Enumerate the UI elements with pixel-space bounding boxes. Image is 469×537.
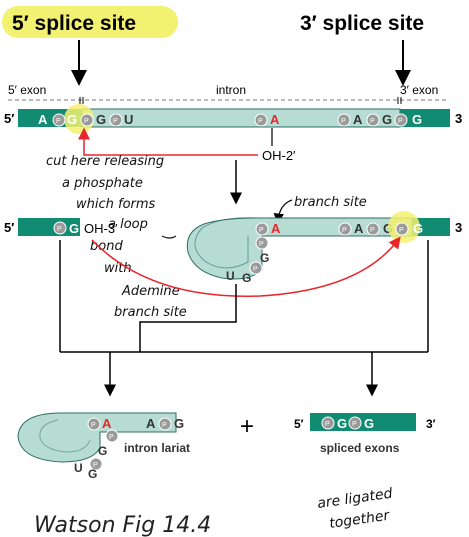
branch-note-arrow <box>278 200 292 220</box>
svg-text:P: P <box>370 227 375 234</box>
exon5-label: 5′ exon <box>8 83 46 97</box>
svg-text:P: P <box>162 422 167 429</box>
svg-text:P: P <box>259 241 264 248</box>
branch-site-note: branch site <box>294 195 367 210</box>
svg-text:P: P <box>253 266 258 273</box>
lariat-label: intron lariat <box>124 441 190 455</box>
svg-text:bond: bond <box>90 239 123 254</box>
pre-mrna-strand: 5′ 3 A P G P G P U P A P A P G P G <box>4 104 462 134</box>
exons-g2: G <box>364 416 374 431</box>
lariat-g2: G <box>88 467 97 481</box>
oh3-label: OH-3′ <box>84 221 118 236</box>
strand1-end3: 3 <box>455 111 462 126</box>
step2-branch-a: A <box>271 221 281 236</box>
exons-label: spliced exons <box>320 441 400 455</box>
strand1-g2: G <box>382 112 392 127</box>
svg-text:P: P <box>259 227 264 234</box>
step2-end3: 3 <box>455 220 462 235</box>
svg-text:P: P <box>399 227 404 234</box>
strand1-g-intron: G <box>96 112 106 127</box>
svg-text:which forms: which forms <box>76 197 156 212</box>
strand1-u: U <box>124 112 133 127</box>
oh2-label: OH-2′ <box>262 148 296 163</box>
watson-caption: Watson Fig 14.4 <box>34 513 211 537</box>
svg-text:P: P <box>342 227 347 234</box>
svg-text:P: P <box>325 421 330 428</box>
strand1-g-exon3: G <box>412 112 422 127</box>
plus-sign: + <box>240 413 254 440</box>
step2-loop-u: U <box>226 269 235 283</box>
exons-end3: 3′ <box>426 417 436 431</box>
step2-loop-g2: G <box>242 271 251 285</box>
exon3-bar <box>400 109 450 127</box>
step2-strand: 5′ P G OH-3′ 3 P A P A P G P G P G P G U <box>4 211 462 285</box>
note-squiggle <box>162 236 176 238</box>
strand1-branch-a: A <box>270 112 280 127</box>
lariat-u: U <box>74 461 83 475</box>
step2-a2: A <box>354 221 364 236</box>
svg-text:P: P <box>91 422 96 429</box>
ligated-note-2: together <box>328 508 391 532</box>
strand1-g-exon: G <box>67 112 77 127</box>
lariat-g1: G <box>98 444 107 458</box>
strand1-end5: 5′ <box>4 111 14 126</box>
lariat-g: G <box>174 416 184 431</box>
splice5-label: 5′ splice site <box>12 12 136 35</box>
step2-end5: 5′ <box>4 220 14 235</box>
lariat-a: A <box>102 416 112 431</box>
step2-g-exon3: G <box>413 221 423 236</box>
exon3-label: 3′ exon <box>400 83 438 97</box>
svg-text:P: P <box>341 118 346 125</box>
intron-label: intron <box>216 83 246 97</box>
strand1-a2: A <box>353 112 363 127</box>
exons-g1: G <box>337 416 347 431</box>
strand1-a: A <box>38 112 48 127</box>
step2-g-exon: G <box>69 221 79 236</box>
svg-text:P: P <box>109 434 114 441</box>
exons-end5: 5′ <box>294 417 304 431</box>
svg-text:P: P <box>370 118 375 125</box>
lariat-a2: A <box>146 416 156 431</box>
svg-text:P: P <box>57 226 62 233</box>
svg-text:P: P <box>56 118 61 125</box>
svg-text:P: P <box>113 118 118 125</box>
svg-text:P: P <box>84 118 89 125</box>
svg-text:P: P <box>352 421 357 428</box>
svg-text:P: P <box>398 118 403 125</box>
splice3-label: 3′ splice site <box>300 12 424 35</box>
svg-text:P: P <box>258 118 263 125</box>
step2-loop-g1: G <box>260 251 269 265</box>
svg-text:branch site: branch site <box>114 305 187 320</box>
attack-arrow-1 <box>84 132 258 155</box>
svg-text:a phosphate: a phosphate <box>62 176 143 191</box>
spliced-exons: 5′ P G P G 3′ <box>294 413 436 431</box>
svg-text:cut here releasing: cut here releasing <box>46 154 164 169</box>
